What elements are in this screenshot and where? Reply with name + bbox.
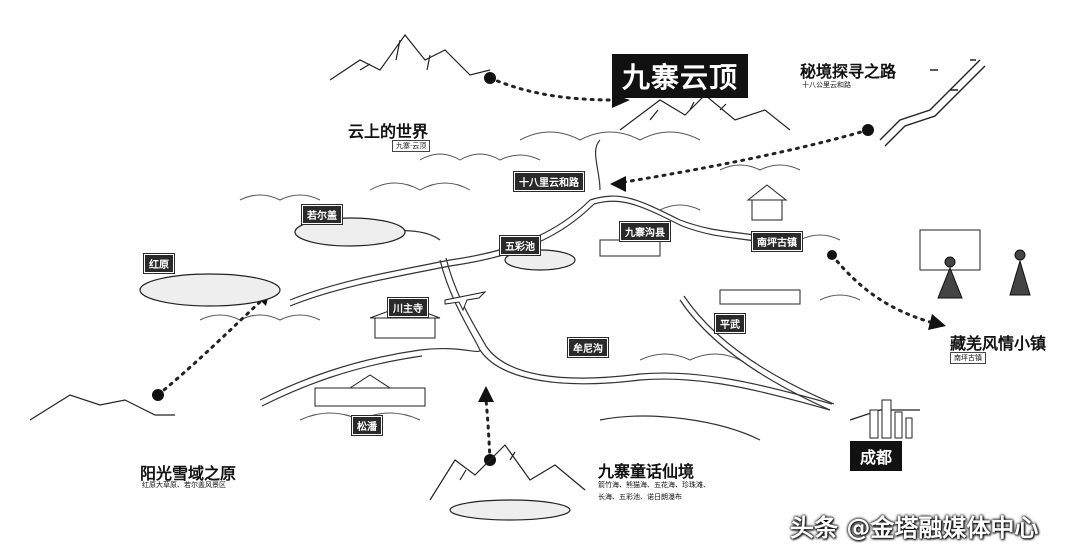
destination-snow-plateau: 阳光雪域之原 — [140, 464, 237, 483]
destination-cloud-world: 云上的世界 — [348, 122, 429, 141]
destination-cloud-world-sub: 九寨·云顶 — [392, 140, 431, 152]
place-ruoergai: 若尔盖 — [302, 205, 342, 224]
destination-secret-road-sub: 十八公里云和路 — [802, 81, 851, 89]
place-pingwu: 平武 — [715, 314, 745, 333]
place-chuanzhu: 川主寺 — [388, 298, 428, 317]
place-songpan: 松潘 — [352, 416, 382, 435]
destination-secret-road: 秘境探寻之路 — [800, 62, 897, 81]
place-hongyuan: 红原 — [144, 254, 174, 273]
place-18km-road: 十八里云和路 — [514, 172, 584, 191]
destination-fairyland-sub-1: 箭竹海、熊猫海、五花海、珍珠滩、 — [598, 481, 710, 489]
place-jiuzhaigou: 九寨沟县 — [620, 222, 670, 241]
place-wuhuachi: 五彩池 — [500, 236, 540, 255]
destination-tibetan-town-sub: 南坪古镇 — [950, 352, 986, 364]
destination-fairyland-sub-2: 长海、五彩池、诺日朗瀑布 — [598, 493, 682, 501]
place-chengdu: 成都 — [850, 441, 903, 471]
watermark: 头条 @金塔融媒体中心 — [790, 514, 1039, 542]
place-nanping: 南坪古镇 — [752, 232, 802, 251]
map-title: 九寨云顶 — [612, 54, 749, 98]
destination-fairyland: 九寨童话仙境 — [598, 462, 695, 481]
place-munigou: 牟尼沟 — [568, 338, 608, 357]
destination-tibetan-town: 藏羌风情小镇 — [950, 334, 1047, 353]
destination-snow-plateau-sub: 红原大草原、若尔盖风景区 — [142, 481, 226, 489]
